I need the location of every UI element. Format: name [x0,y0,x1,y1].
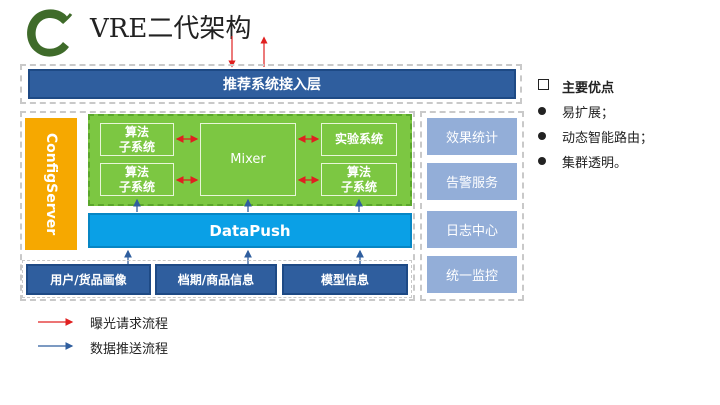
advantages-heading-row: 主要优点 [538,74,718,99]
left-module-2: 算法 子系统 [100,163,174,196]
config-server-box: ConfigServer [25,118,77,250]
left-module-1: 算法 子系统 [100,123,174,156]
bottom-frame [22,260,412,298]
bottom-box-2: 档期/商品信息 [155,264,277,295]
datapush-bar: DataPush [88,213,412,248]
advantages-list: 主要优点 易扩展； 动态智能路由； 集群透明。 [538,74,718,174]
side-service-1: 效果统计 [427,118,517,155]
page-title: VRE二代架构 [90,14,252,44]
top-layer-bar: 推荐系统接入层 [28,69,516,99]
side-service-3: 日志中心 [427,211,517,248]
mixer-box: Mixer [200,123,296,196]
main-frame [20,111,415,301]
bullet-icon [538,157,546,165]
advantage-item: 易扩展； [538,99,718,124]
advantages-heading: 主要优点 [562,81,615,96]
right-module-1: 实验系统 [321,123,397,156]
legend-red-label: 曝光请求流程 [90,317,169,332]
title-arrows [228,36,268,68]
side-frame [420,111,524,301]
advantage-item: 动态智能路由； [538,124,718,149]
side-service-2: 告警服务 [427,163,517,200]
bullet-icon [538,107,546,115]
bullet-icon [538,132,546,140]
side-service-4: 统一监控 [427,256,517,293]
right-module-2: 算法 子系统 [321,163,397,196]
top-layer-frame [20,64,522,104]
logo-icon [27,9,73,57]
legend-blue-label: 数据推送流程 [90,342,169,357]
bottom-box-1: 用户/货品画像 [26,264,151,295]
square-bullet-icon [538,79,549,90]
advantage-item: 集群透明。 [538,149,718,174]
bottom-box-3: 模型信息 [282,264,408,295]
